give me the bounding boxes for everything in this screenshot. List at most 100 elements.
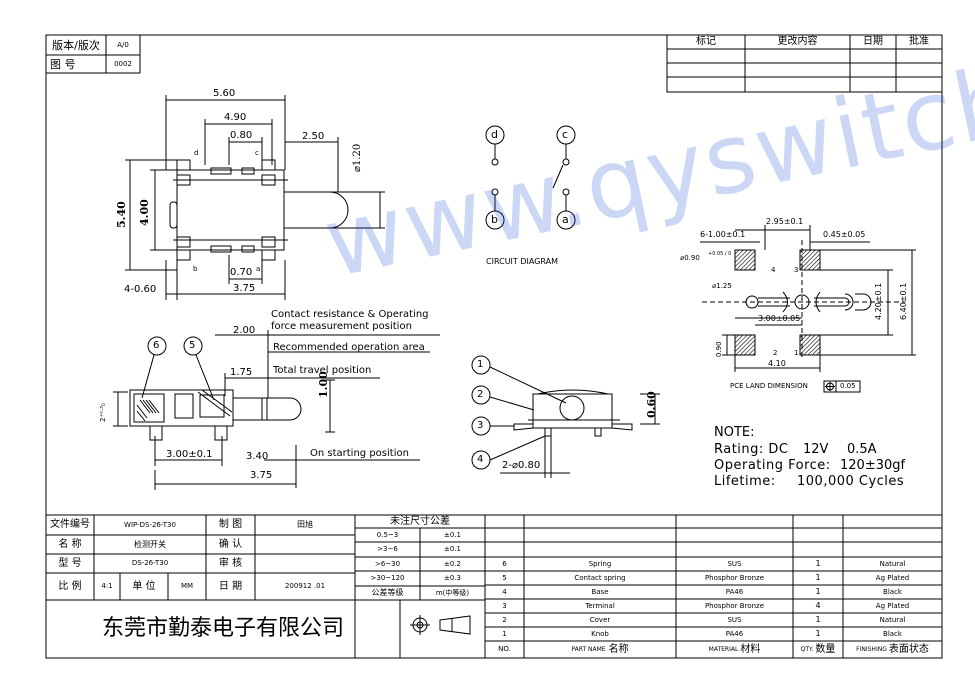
- model-value: DS-26-T30: [131, 559, 169, 567]
- pcb-pad-number-3: 3: [794, 266, 799, 274]
- bom-material: SUS: [727, 615, 742, 624]
- bom-finish: Black: [883, 587, 902, 596]
- dim-width-outer: 5.40: [115, 201, 128, 228]
- bom-part-name: Spring: [588, 559, 612, 568]
- pcb-outer-height: 6.40±0.1: [899, 282, 908, 320]
- bom-qty: 1: [815, 629, 821, 638]
- pcb-left-width: 6-1.00±0.1: [700, 230, 746, 239]
- dim-side-340: 3.40: [246, 451, 269, 462]
- note-rating-label: Rating: DC: [714, 442, 789, 457]
- dim-front-height: 0.60: [645, 391, 658, 418]
- pin-label-b: b: [193, 265, 198, 273]
- dim-front-pin-dia: 2-⌀0.80: [502, 460, 541, 471]
- bom-finish: Ag Plated: [875, 573, 910, 582]
- tolerance-value-4: ±0.3: [444, 574, 461, 582]
- dim-knob-length: 2.50: [302, 131, 325, 142]
- bom-no: 4: [502, 587, 507, 596]
- callout-2: 2: [477, 389, 484, 400]
- bom-header-qty-en: QTY.: [800, 645, 814, 653]
- drawn-value: 田旭: [297, 520, 313, 529]
- drawing-no-value: 0002: [114, 59, 132, 68]
- terminal-c: c: [562, 128, 569, 141]
- dim-pin-span: 3.75: [233, 283, 256, 294]
- callout-5: 5: [189, 340, 196, 351]
- bom-header-material: MATERIAL 材料: [676, 641, 793, 658]
- tolerance-range-4: >30~120: [370, 574, 405, 582]
- pcb-pad-1: [799, 334, 821, 356]
- unit-value: MM: [180, 582, 194, 590]
- drawn-label: 制 图: [218, 519, 243, 530]
- company-name: 东莞市勤泰电子有限公司: [101, 616, 344, 641]
- dim-pin-count: 4-0.60: [124, 284, 157, 295]
- pcb-center-pitch: 3.00±0.05: [758, 314, 801, 323]
- revision-header-content: 更改内容: [777, 36, 818, 47]
- pin-label-d: d: [194, 149, 199, 157]
- dim-side-height: 2⁺⁰·³₀: [99, 403, 107, 422]
- date-label: 日 期: [218, 580, 243, 592]
- dim-width-inner: 4.00: [138, 199, 151, 226]
- label-contact-line2: force measurement position: [271, 321, 412, 332]
- bom-header-material-en: MATERIAL: [708, 645, 739, 653]
- note-rating-current: 0.5A: [847, 442, 877, 457]
- tolerance-title: 未注尺寸公差: [390, 515, 450, 527]
- review-label: 审 核: [218, 557, 243, 569]
- dim-side-175: 1.75: [230, 367, 253, 378]
- bom-header-finish-cn: 表面状态: [888, 643, 929, 655]
- pcb-caption: PCE LAND DIMENSION: [730, 382, 808, 390]
- bom-header-part-name-cn: 名称: [608, 643, 629, 655]
- label-starting: On starting position: [310, 448, 409, 459]
- pcb-hole-tol: +0.05 / 0: [708, 251, 732, 257]
- bom-header-finish: FINISHING 表面状态: [843, 641, 942, 658]
- scale-label: 比 例: [58, 580, 82, 592]
- bom-header-no: NO.: [498, 645, 511, 653]
- pcb-tolerance-value: 0.05: [840, 382, 856, 390]
- bom-header-qty-cn: 数量: [815, 643, 836, 655]
- dim-knob-dia: ⌀1.20: [352, 143, 363, 172]
- bom-qty: 1: [815, 573, 821, 582]
- note-rating-voltage: 12V: [803, 442, 829, 457]
- tolerance-range-1: 0.5~3: [376, 530, 399, 539]
- callout-6: 6: [153, 340, 160, 351]
- tolerance-value-1: ±0.1: [444, 530, 461, 539]
- note-force-label: Operating Force:: [714, 458, 831, 473]
- bom-finish: Black: [883, 629, 902, 638]
- revision-header-date: 日期: [863, 36, 883, 47]
- note-title: NOTE:: [714, 425, 755, 440]
- revision-header-mark: 标记: [696, 36, 716, 47]
- unit-label: 单 位: [132, 580, 156, 592]
- bom-part-name: Knob: [591, 629, 609, 638]
- pcb-span: 4.10: [768, 359, 786, 368]
- pcb-left-height: 0.90: [715, 341, 723, 357]
- bom-material: SUS: [727, 559, 742, 568]
- dim-pin-width: 0.70: [230, 267, 253, 278]
- note-force-value: 120±30gf: [840, 458, 906, 473]
- dim-side-300: 3.00±0.1: [166, 449, 213, 460]
- label-contact-line1: Contact resistance & Operating: [271, 309, 429, 320]
- pcb-top-pitch: 2.95±0.1: [766, 217, 804, 226]
- bom-material: PA46: [725, 587, 744, 596]
- callout-4: 4: [477, 454, 484, 465]
- label-travel: Total travel position: [273, 365, 372, 376]
- bom-material: PA46: [725, 629, 744, 638]
- bom-header-part-name: PART NAME 名称: [524, 641, 676, 658]
- file-no-value: WIP-DS-26-T30: [124, 520, 176, 529]
- bom-part-name: Cover: [589, 615, 611, 624]
- bom-qty: 1: [815, 587, 821, 596]
- circuit-caption: CIRCUIT DIAGRAM: [486, 257, 558, 266]
- tolerance-value-3: ±0.2: [444, 559, 461, 568]
- bom-header-qty: QTY. 数量: [793, 641, 843, 658]
- pcb-knob-hole: ⌀1.25: [712, 282, 732, 290]
- pcb-right-width: 0.45±0.05: [823, 230, 866, 239]
- revision-header-approve: 批准: [909, 36, 929, 47]
- bom-no: 3: [502, 601, 507, 610]
- terminal-a: a: [562, 213, 569, 226]
- bom-no: 5: [502, 573, 507, 582]
- dim-overall-length: 5.60: [213, 88, 236, 99]
- bom-part-name: Contact spring: [574, 573, 626, 582]
- bom-header-part-name-en: PART NAME: [571, 645, 606, 653]
- pcb-pad-2: [734, 334, 756, 356]
- bom-material: Phosphor Bronze: [704, 601, 765, 610]
- pin-label-a: a: [256, 265, 261, 273]
